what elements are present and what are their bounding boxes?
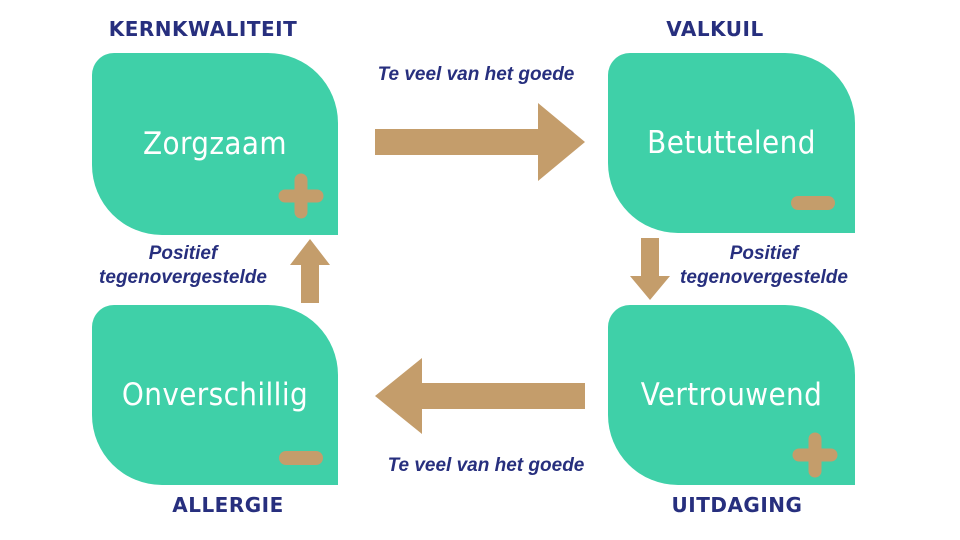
arrow-label-left: Positief tegenovergestelde [99,243,267,288]
quadrant-box-allergie: Onverschillig [92,305,338,485]
arrow-label-bottom: Te veel van het goede [387,455,585,476]
quadrant-label-uitdaging: UITDAGING [671,493,803,517]
quadrant-word-allergie: Onverschillig [121,377,309,413]
arrow-label-top: Te veel van het goede [377,64,575,85]
plus-icon [278,173,324,219]
minus-icon [791,196,835,210]
arrow-left-icon [375,358,585,434]
quadrant-label-valkuil: VALKUIL [666,17,764,41]
quadrant-word-uitdaging: Vertrouwend [640,377,823,413]
quadrant-label-allergie: ALLERGIE [172,493,284,517]
arrow-label-right: Positief tegenovergestelde [680,243,848,288]
minus-icon [279,451,323,465]
quadrant-label-kernkwaliteit: KERNKWALITEIT [108,17,298,41]
quadrant-word-kernkwaliteit: Zorgzaam [143,126,287,162]
arrow-right-icon [375,103,585,181]
arrow-down-icon [630,238,670,300]
quadrant-box-uitdaging: Vertrouwend [608,305,855,485]
quadrant-box-valkuil: Betuttelend [608,53,855,233]
quadrant-box-kernkwaliteit: Zorgzaam [92,53,338,235]
arrow-up-icon [290,239,330,303]
quadrant-word-valkuil: Betuttelend [647,125,816,161]
plus-icon [792,432,838,478]
